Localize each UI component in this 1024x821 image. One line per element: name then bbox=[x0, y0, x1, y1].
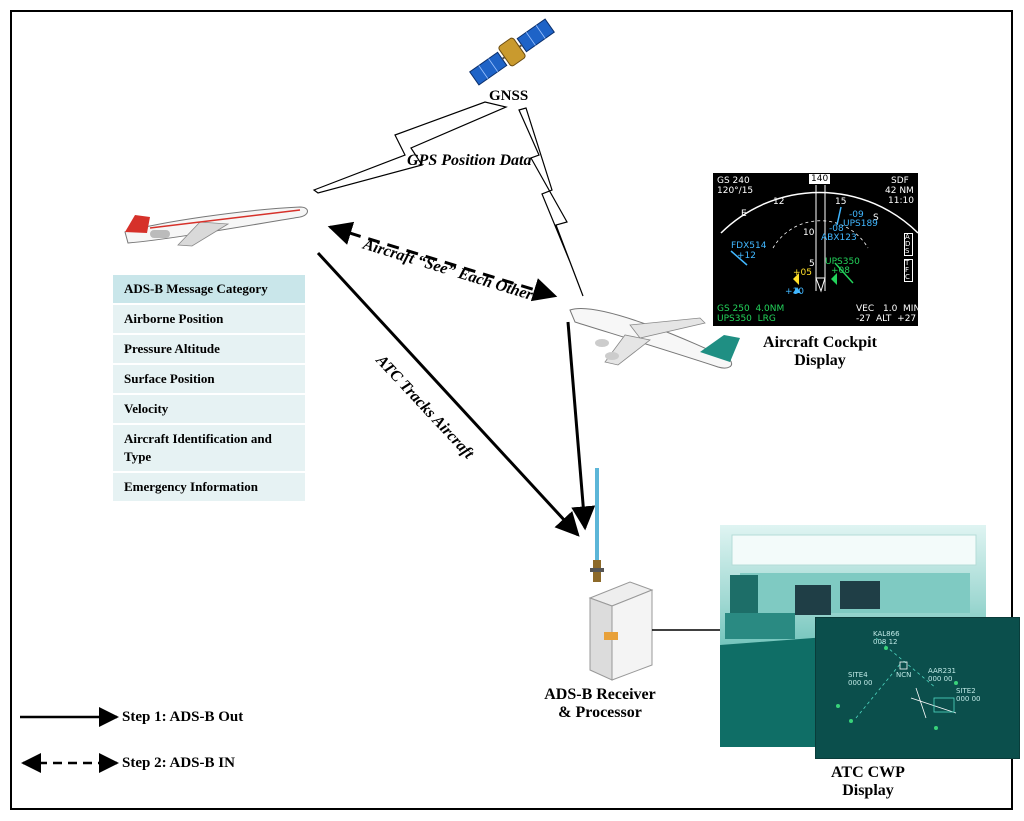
cwp-label: NCN bbox=[896, 671, 912, 679]
cockpit-gs-top: GS 240 bbox=[717, 176, 750, 186]
gps-link-right bbox=[518, 107, 584, 297]
cwp-label: AAR231 bbox=[928, 667, 956, 675]
plane2-to-receiver-arrow bbox=[566, 321, 596, 531]
cwp-radar-screen: KAL866 008 12 SITE4 000 00 AAR231 000 00… bbox=[815, 617, 1020, 759]
cockpit-compass-12: 12 bbox=[773, 197, 785, 207]
table-row: Pressure Altitude bbox=[113, 335, 305, 363]
cockpit-heading-box: 140 bbox=[809, 174, 831, 184]
gps-link-left bbox=[312, 101, 508, 194]
atc-tracks-arrow bbox=[316, 251, 580, 537]
cockpit-ring-5: 5 bbox=[809, 259, 815, 269]
cockpit-caption-line-2: Display bbox=[794, 352, 846, 369]
cockpit-vec: VEC bbox=[856, 304, 875, 314]
cockpit-traffic-label: FDX514 bbox=[731, 241, 767, 251]
antenna-icon bbox=[590, 468, 604, 582]
cwp-label: SITE2 bbox=[956, 687, 976, 695]
cockpit-traffic-alt: +08 bbox=[831, 266, 850, 276]
cockpit-traffic-label: UPS350 bbox=[825, 257, 860, 267]
cockpit-ads-box: ADS bbox=[904, 233, 913, 256]
cockpit-hdg: 120°/15 bbox=[717, 186, 754, 196]
cockpit-traffic-label: ABX123 bbox=[821, 233, 857, 243]
receiver-server-icon bbox=[588, 581, 654, 681]
atc-cwp-caption: ATC CWP Display bbox=[808, 764, 928, 800]
cockpit-display-caption: Aircraft Cockpit Display bbox=[740, 334, 900, 370]
cockpit-tfc-box: TFC bbox=[904, 259, 913, 282]
cwp-label: KAL866 bbox=[873, 630, 900, 638]
cockpit-gs-bottom: GS 250 4.0NM bbox=[717, 304, 785, 314]
cockpit-ups-bottom: UPS350 LRG bbox=[717, 314, 776, 324]
cwp-label: 000 00 bbox=[848, 679, 873, 687]
cockpit-traffic-alt: -09 bbox=[849, 210, 864, 220]
table-row: Surface Position bbox=[113, 365, 305, 393]
cockpit-time: 11:10 bbox=[888, 196, 914, 206]
cwp-label: 000 00 bbox=[928, 675, 953, 683]
gnss-label: GNSS bbox=[489, 88, 529, 104]
cockpit-alt-left: -27 bbox=[856, 314, 871, 324]
receiver-caption-line-1: ADS-B Receiver bbox=[544, 686, 656, 703]
table-row: Aircraft Identification and Type bbox=[113, 425, 305, 471]
cockpit-compass-15: 15 bbox=[835, 197, 847, 207]
cockpit-caption-line-1: Aircraft Cockpit bbox=[763, 334, 877, 351]
cockpit-traffic-alt: +05 bbox=[793, 268, 812, 278]
satellite-icon bbox=[469, 18, 555, 86]
cockpit-compass-s: S bbox=[873, 213, 879, 223]
cockpit-dist: 42 NM bbox=[885, 186, 914, 196]
cwp-label: SITE4 bbox=[848, 671, 868, 679]
cockpit-traffic-alt: +12 bbox=[737, 251, 756, 261]
table-header: ADS-B Message Category bbox=[113, 275, 305, 303]
legend-step2: Step 2: ADS-B IN bbox=[122, 755, 235, 771]
cockpit-traffic-alt: +10 bbox=[785, 287, 804, 297]
message-category-table: ADS-B Message Category Airborne Position… bbox=[113, 275, 305, 503]
cockpit-display-graphics bbox=[720, 185, 918, 293]
cockpit-display: GS 240 120°/15 140 SDF 42 NM 11:10 E 12 … bbox=[713, 173, 918, 326]
diagram-frame bbox=[10, 10, 1013, 810]
cwp-label: 008 12 bbox=[873, 638, 898, 646]
cockpit-min: 1.0 MIN bbox=[883, 304, 918, 314]
receiver-caption: ADS-B Receiver & Processor bbox=[530, 686, 670, 722]
cockpit-traffic-alt: -08 bbox=[829, 224, 844, 234]
table-row: Velocity bbox=[113, 395, 305, 423]
receiver-caption-line-2: & Processor bbox=[558, 704, 642, 721]
cockpit-compass-e: E bbox=[741, 209, 747, 219]
table-row: Emergency Information bbox=[113, 473, 305, 501]
cwp-label: 000 00 bbox=[956, 695, 981, 703]
gps-position-data-label: GPS Position Data bbox=[407, 152, 532, 169]
atc-caption-line-2: Display bbox=[842, 782, 894, 799]
aircraft-1-icon bbox=[124, 206, 308, 247]
cockpit-dest: SDF bbox=[891, 176, 909, 186]
aircraft-2-icon bbox=[569, 308, 740, 369]
table-row: Airborne Position bbox=[113, 305, 305, 333]
cockpit-alt-right: ALT +27 bbox=[876, 314, 917, 324]
cockpit-ring-10: 10 bbox=[803, 228, 815, 238]
legend-step1: Step 1: ADS-B Out bbox=[122, 709, 244, 725]
atc-caption-line-1: ATC CWP bbox=[831, 764, 905, 781]
cockpit-traffic-label: UPS189 bbox=[843, 219, 878, 229]
cwp-radar-graphics bbox=[836, 637, 958, 730]
